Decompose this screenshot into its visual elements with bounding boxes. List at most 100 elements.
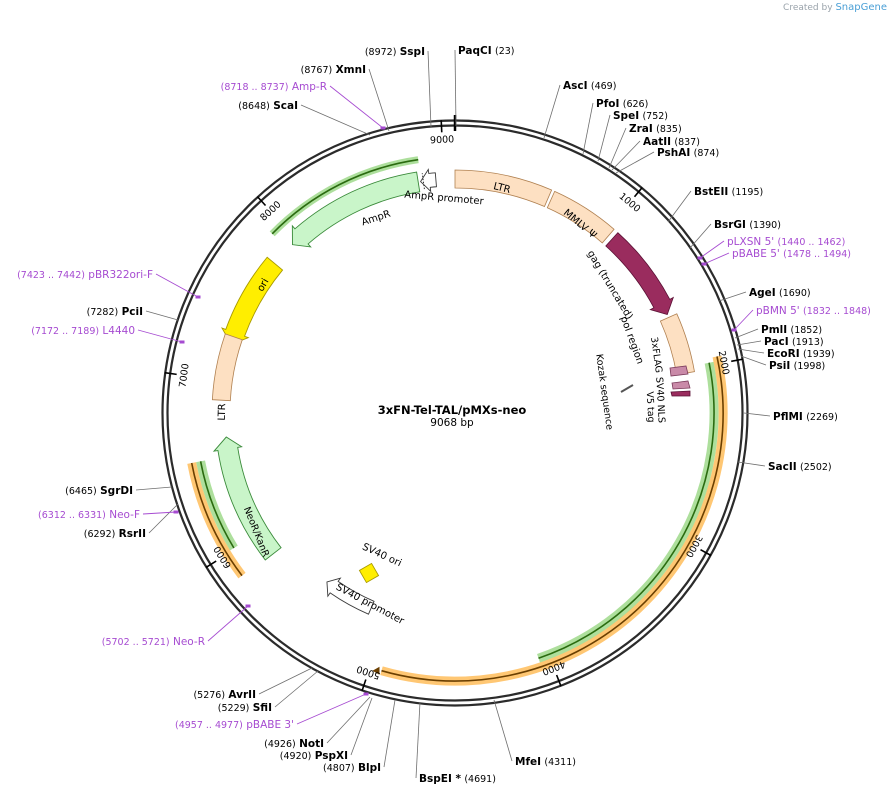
3xflag-label: 3xFLAG — [648, 336, 664, 374]
primers-layer: (8718 .. 8737) Amp-R pLXSN 5' (1440 .. 14… — [17, 81, 871, 731]
tick-1000 — [633, 187, 643, 198]
primer-connector — [207, 605, 249, 642]
primer-ampr[interactable]: (8718 .. 8737) Amp-R — [221, 81, 386, 130]
site-label: AscI (469) — [563, 80, 616, 92]
ampr-dotted-divider — [421, 173, 425, 190]
site-connector — [737, 461, 766, 467]
site-paqci[interactable]: PaqCI (23) — [454, 45, 515, 127]
primer-mark — [195, 295, 201, 299]
pol-region-label: pol region — [618, 315, 645, 366]
gag-truncated-arrow[interactable] — [605, 232, 675, 315]
site-aatii[interactable]: AatII (837) — [611, 136, 700, 171]
site-pspxi[interactable]: (4920) PspXI — [280, 697, 373, 762]
site-sgrdi[interactable]: (6465) SgrDI — [65, 485, 173, 497]
site-connector — [689, 223, 712, 249]
site-pflmi[interactable]: PflMI (2269) — [743, 411, 838, 423]
site-pshai[interactable]: PshAI (874) — [615, 147, 719, 174]
site-label: (4926) NotI — [264, 738, 324, 750]
site-label: AgeI (1690) — [749, 287, 811, 299]
ampr-promoter-label: AmpR promoter — [404, 190, 485, 208]
site-scai[interactable]: (8648) ScaI — [238, 100, 371, 136]
site-mfei[interactable]: MfeI (4311) — [493, 699, 576, 768]
primer-label: (5702 .. 5721) Neo-R — [102, 636, 205, 648]
primer-label: (7172 .. 7189) L4440 — [31, 325, 135, 337]
site-connector — [368, 68, 390, 132]
sv40-nls-tag[interactable] — [671, 380, 691, 390]
site-noti[interactable]: (4926) NotI — [264, 696, 371, 750]
primer-connector — [296, 693, 367, 725]
site-agei[interactable]: AgeI (1690) — [718, 287, 811, 302]
tick-6000 — [205, 560, 217, 569]
ampr-promoter-arrow[interactable] — [420, 168, 437, 193]
sv40-ori-box[interactable] — [358, 562, 380, 584]
tick-3000 — [700, 548, 712, 557]
site-xmni[interactable]: (8767) XmnI — [301, 64, 390, 132]
primer-mark — [380, 126, 386, 130]
site-label: SacII (2502) — [768, 461, 832, 473]
ltr-top-feature[interactable] — [454, 169, 553, 208]
primer-pbabe3[interactable]: (4957 .. 4977) pBABE 3' — [175, 692, 369, 732]
site-bsteii[interactable]: BstEII (1195) — [667, 186, 763, 223]
orange-band-right-arrowhead — [372, 666, 380, 675]
ltr-top-label: LTR — [492, 181, 511, 196]
kozak-label: Kozak sequence — [593, 353, 615, 431]
tick-label-5000: 5000 — [355, 663, 381, 681]
primer-label: pBABE 5' (1478 .. 1494) — [732, 248, 851, 260]
primer-neof[interactable]: (6312 .. 6331) Neo-F — [38, 509, 179, 521]
site-pfoi[interactable]: PfoI (626) — [582, 98, 648, 155]
v5-tag[interactable] — [670, 390, 691, 397]
site-avrii[interactable]: (5276) AvrII — [193, 667, 313, 701]
site-label: PmlI (1852) — [761, 324, 822, 336]
site-zrai[interactable]: ZraI (835) — [608, 123, 682, 169]
primer-connector — [733, 309, 754, 331]
site-label: (7282) PciI — [87, 306, 143, 318]
site-spei[interactable]: SpeI (752) — [597, 110, 668, 162]
ltr-left-feature[interactable] — [211, 333, 243, 402]
site-rsrii[interactable]: (6292) RsrII — [84, 503, 179, 540]
primer-connector — [142, 511, 177, 515]
primer-l4440[interactable]: (7172 .. 7189) L4440 — [31, 325, 185, 344]
site-pcii[interactable]: (7282) PciI — [87, 306, 179, 321]
site-connector — [718, 291, 747, 302]
primer-pbmn5[interactable]: pBMN 5' (1832 .. 1848) — [731, 305, 871, 332]
site-label: PacI (1913) — [764, 336, 824, 348]
mmlv-psi-feature[interactable] — [546, 190, 615, 244]
site-connector — [734, 328, 759, 339]
site-psii[interactable]: PsiI (1998) — [740, 355, 825, 372]
site-blpi[interactable]: (4807) BlpI — [323, 699, 396, 774]
site-sfii[interactable]: (5229) SfiI — [218, 670, 319, 714]
site-connector — [145, 310, 179, 321]
site-connector — [300, 104, 371, 136]
primer-neor[interactable]: (5702 .. 5721) Neo-R — [102, 604, 251, 649]
primer-plxsn5[interactable]: pLXSN 5' (1440 .. 1462) — [697, 236, 846, 260]
site-bspei[interactable]: BspEI * (4691) — [415, 701, 496, 785]
site-ecori[interactable]: EcoRI (1939) — [737, 348, 835, 360]
site-paci[interactable]: PacI (1913) — [736, 336, 824, 348]
site-bsrgi[interactable]: BsrGI (1390) — [689, 219, 781, 249]
site-label: PflMI (2269) — [773, 411, 838, 423]
site-connector — [258, 667, 313, 695]
pol-region-feature[interactable] — [659, 313, 695, 376]
site-connector — [493, 699, 513, 762]
primer-pbabe5[interactable]: pBABE 5' (1478 .. 1494) — [701, 248, 852, 266]
ori-arrow[interactable] — [221, 256, 284, 346]
site-sacii[interactable]: SacII (2502) — [737, 461, 832, 473]
site-sspi[interactable]: (8972) SspI — [365, 46, 432, 128]
primer-mark — [179, 340, 185, 344]
site-pmli[interactable]: PmlI (1852) — [734, 324, 822, 339]
site-asci[interactable]: AscI (469) — [543, 80, 616, 139]
3xflag-tag[interactable] — [669, 365, 689, 377]
ampr-arrow[interactable] — [291, 171, 421, 248]
primer-connector — [155, 273, 199, 298]
sv40-promoter-arrow[interactable] — [326, 577, 375, 615]
site-connector — [582, 102, 594, 155]
green-band-right-core — [538, 362, 715, 659]
site-label: SpeI (752) — [613, 110, 668, 122]
primer-label: (4957 .. 4977) pBABE 3' — [175, 719, 294, 731]
neor-kanr-arrow[interactable] — [212, 436, 282, 561]
primer-pbr322orif[interactable]: (7423 .. 7442) pBR322ori-F — [17, 269, 201, 299]
site-label: PsiI (1998) — [769, 360, 825, 372]
site-label: PaqCI (23) — [458, 45, 515, 57]
site-label: ZraI (835) — [629, 123, 682, 135]
